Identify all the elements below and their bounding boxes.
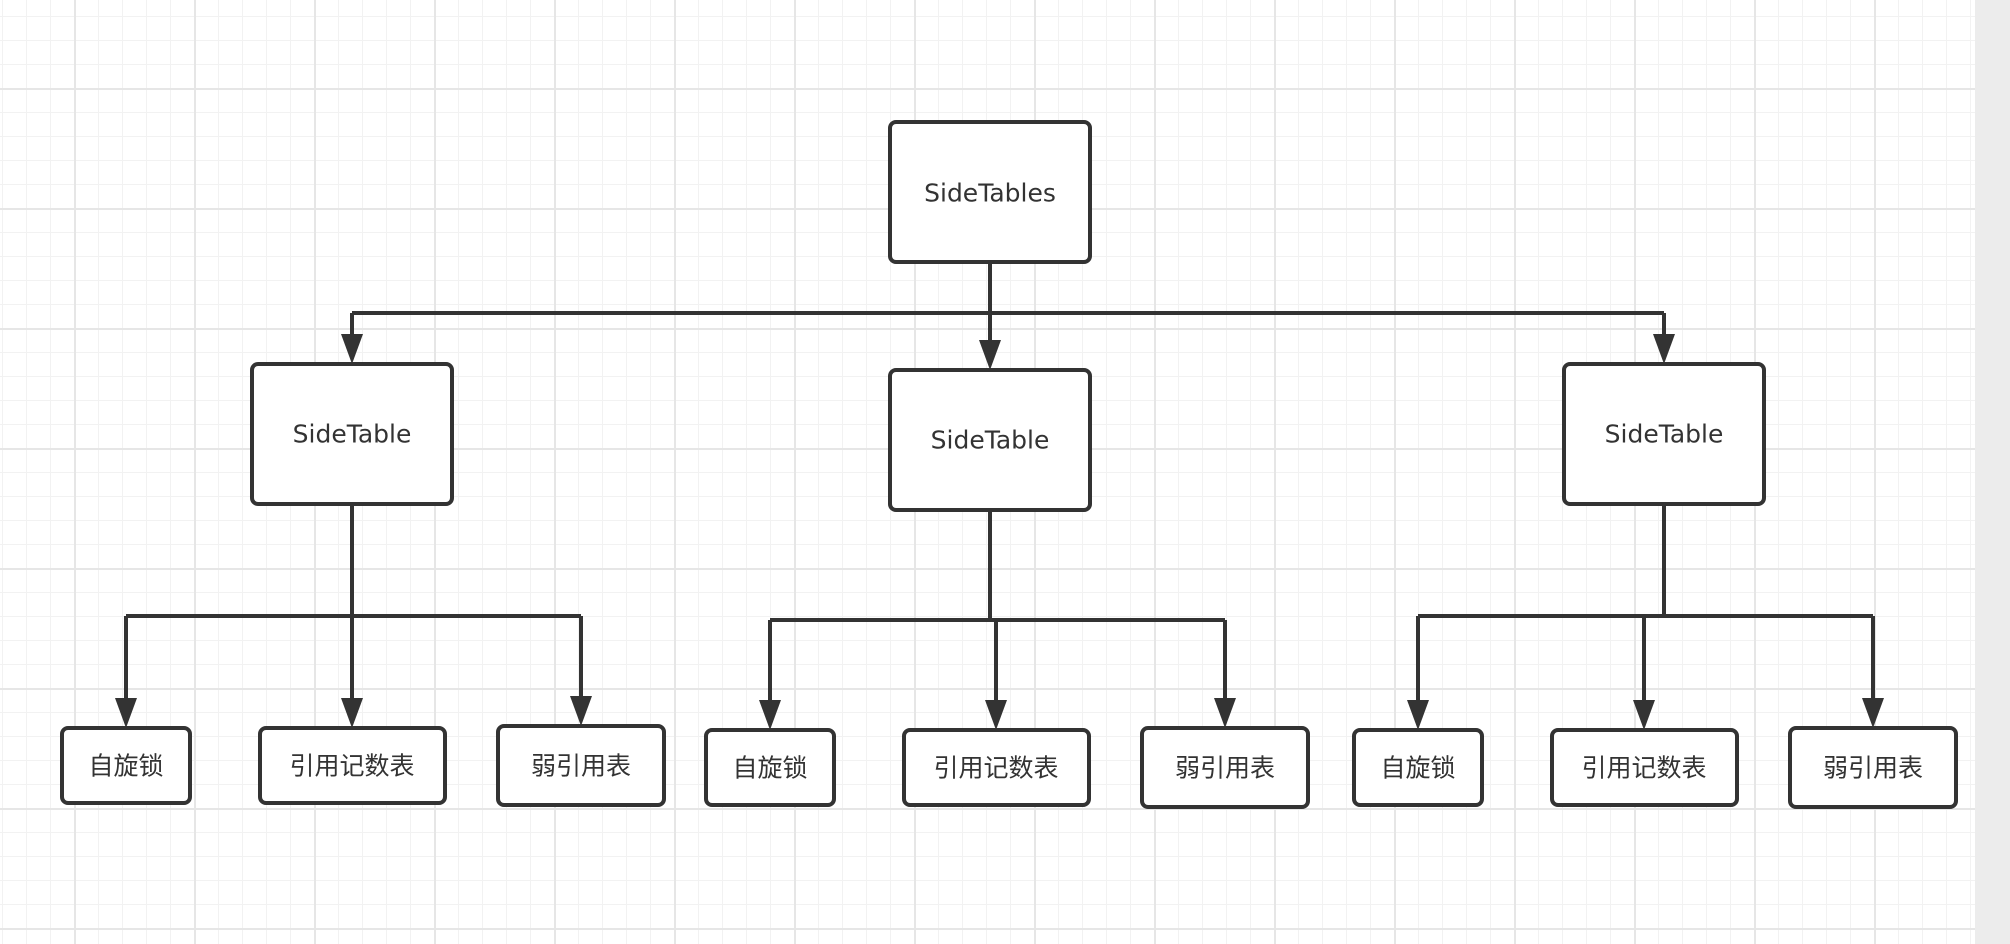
arrowhead: [1214, 698, 1236, 728]
node-spinlock-2[interactable]: 自旋锁: [704, 728, 836, 807]
node-spinlock-label: 自旋锁: [1380, 754, 1455, 783]
node-sidetable-label: SideTable: [293, 420, 412, 449]
node-weak-table-label: 弱引用表: [1823, 754, 1923, 783]
node-refcount-table-3[interactable]: 引用记数表: [1550, 728, 1739, 807]
vertical-scrollbar[interactable]: [1975, 0, 2010, 944]
node-weak-table-3[interactable]: 弱引用表: [1788, 726, 1958, 809]
node-weak-table-2[interactable]: 弱引用表: [1140, 726, 1310, 809]
node-sidetable-label: SideTable: [1605, 420, 1724, 449]
node-spinlock-1[interactable]: 自旋锁: [60, 726, 192, 805]
node-spinlock-3[interactable]: 自旋锁: [1352, 728, 1484, 807]
arrowhead: [1407, 700, 1429, 730]
node-spinlock-label: 自旋锁: [732, 754, 807, 783]
arrowhead: [570, 696, 592, 726]
arrowhead: [759, 700, 781, 730]
arrowhead: [1653, 334, 1675, 364]
node-refcount-table-label: 引用记数表: [933, 754, 1058, 783]
arrowhead: [341, 698, 363, 728]
node-weak-table-label: 弱引用表: [1175, 754, 1275, 783]
node-sidetables-label: SideTables: [924, 179, 1056, 208]
arrowhead: [979, 340, 1001, 370]
connector-layer: [115, 262, 1884, 730]
arrowhead: [1862, 698, 1884, 728]
arrowhead: [341, 334, 363, 364]
node-weak-table-1[interactable]: 弱引用表: [496, 724, 666, 807]
node-refcount-table-label: 引用记数表: [289, 752, 414, 781]
node-refcount-table-2[interactable]: 引用记数表: [902, 728, 1091, 807]
node-sidetable-2[interactable]: SideTable: [888, 368, 1092, 512]
node-layer: SideTables SideTable SideTable SideTable…: [60, 120, 1958, 809]
node-spinlock-label: 自旋锁: [88, 752, 163, 781]
arrowhead: [1633, 700, 1655, 730]
arrowhead: [115, 698, 137, 728]
node-refcount-table-label: 引用记数表: [1581, 754, 1706, 783]
arrowhead: [985, 700, 1007, 730]
node-sidetable-3[interactable]: SideTable: [1562, 362, 1766, 506]
node-sidetables[interactable]: SideTables: [888, 120, 1092, 264]
node-sidetable-label: SideTable: [931, 426, 1050, 455]
node-sidetable-1[interactable]: SideTable: [250, 362, 454, 506]
node-refcount-table-1[interactable]: 引用记数表: [258, 726, 447, 805]
node-weak-table-label: 弱引用表: [531, 752, 631, 781]
